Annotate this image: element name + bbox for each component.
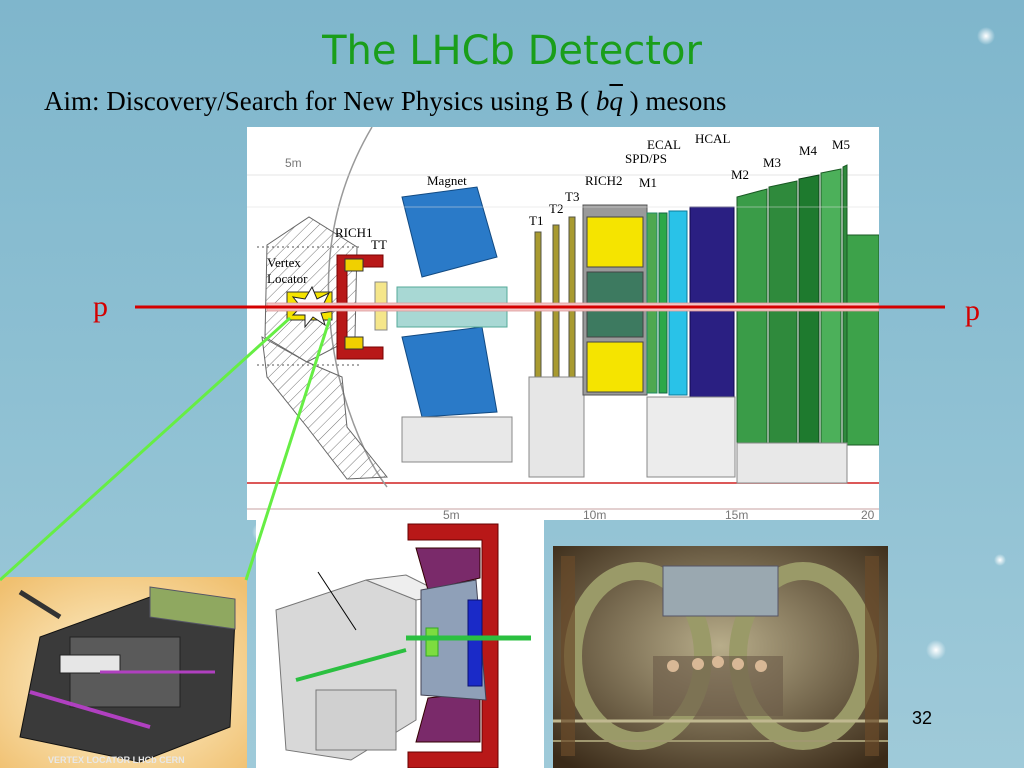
scale-5m: 5m bbox=[443, 508, 460, 520]
pointer-line-rich1 bbox=[244, 317, 332, 581]
aim-b: b bbox=[595, 86, 610, 116]
aim-suffix: ) mesons bbox=[629, 86, 727, 116]
cavern-photo bbox=[553, 546, 888, 768]
beam-label-right: p bbox=[965, 294, 980, 327]
rich1-beam-green bbox=[295, 648, 407, 682]
rich1-aerogel bbox=[425, 627, 439, 657]
scale-5m-top: 5m bbox=[285, 156, 302, 170]
scale-10m: 10m bbox=[583, 508, 606, 520]
rich1-outer-frame bbox=[407, 523, 499, 768]
scale-20m: 20 bbox=[861, 508, 875, 520]
rich1-mirror-bottom bbox=[344, 336, 364, 350]
scaffold-left bbox=[561, 556, 575, 756]
label-hcal: HCAL bbox=[695, 131, 730, 146]
label-ecal: ECAL bbox=[647, 137, 681, 152]
rich2-upper bbox=[586, 216, 644, 268]
beam-label-left: p bbox=[93, 290, 108, 323]
velo-arm bbox=[18, 589, 62, 620]
tracker-support bbox=[528, 376, 585, 478]
calo-support bbox=[646, 396, 736, 478]
scaffold-right bbox=[865, 556, 879, 756]
magnet-support bbox=[401, 416, 513, 463]
label-magnet: Magnet bbox=[427, 173, 467, 188]
sparkle bbox=[926, 640, 946, 660]
label-rich2: RICH2 bbox=[585, 173, 623, 188]
label-m3: M3 bbox=[763, 155, 781, 170]
slide-title: The LHCb Detector bbox=[322, 28, 702, 74]
person bbox=[667, 660, 679, 672]
rich1-mirror-top bbox=[344, 258, 364, 272]
magnet-coil-bottom bbox=[401, 326, 498, 418]
velo-window bbox=[59, 654, 121, 674]
rich1-mirror bbox=[467, 599, 483, 687]
rich1-diagram bbox=[256, 520, 544, 768]
label-rich1: RICH1 bbox=[335, 225, 373, 240]
pointer-arrow bbox=[317, 571, 357, 631]
label-m4: M4 bbox=[799, 143, 818, 158]
aim-prefix: Aim: Discovery/Search for New Physics us… bbox=[44, 86, 590, 116]
magnet-coil-top bbox=[401, 186, 498, 278]
velo-caption: VERTEX LOCATOR LHCb CERN bbox=[48, 755, 185, 765]
person bbox=[732, 658, 744, 670]
label-m2: M2 bbox=[731, 167, 749, 182]
rich1-radiator-top bbox=[415, 547, 481, 591]
pointer-line-velo bbox=[0, 316, 292, 582]
label-spdps: SPD/PS bbox=[625, 151, 667, 166]
magnet bbox=[396, 186, 513, 463]
aim-text: Aim: Discovery/Search for New Physics us… bbox=[44, 86, 726, 117]
label-m5: M5 bbox=[832, 137, 850, 152]
label-t1: T1 bbox=[529, 213, 543, 228]
label-t2: T2 bbox=[549, 201, 563, 216]
label-m1: M1 bbox=[639, 175, 657, 190]
rich1-lower-box bbox=[315, 689, 397, 751]
scale-15m: 15m bbox=[725, 508, 748, 520]
label-vertex: Vertex bbox=[267, 255, 301, 270]
rich2-lower bbox=[586, 341, 644, 393]
label-tt: TT bbox=[371, 237, 387, 252]
muon-filter bbox=[846, 234, 879, 446]
person bbox=[692, 658, 704, 670]
velo-photo: VERTEX LOCATOR LHCb CERN bbox=[0, 577, 247, 768]
shielding-wall bbox=[261, 336, 389, 480]
label-t3: T3 bbox=[565, 189, 579, 204]
muon-support bbox=[736, 442, 848, 484]
person bbox=[712, 656, 724, 668]
sparkle bbox=[994, 554, 1006, 566]
magnet-yoke-top bbox=[662, 565, 779, 617]
aim-qbar: q bbox=[609, 86, 623, 116]
label-locator: Locator bbox=[267, 271, 308, 286]
velo-purple-cable bbox=[29, 690, 151, 729]
sparkle bbox=[977, 27, 995, 45]
person bbox=[755, 660, 767, 672]
velo-green-block bbox=[149, 586, 236, 630]
page-number: 32 bbox=[912, 708, 933, 728]
